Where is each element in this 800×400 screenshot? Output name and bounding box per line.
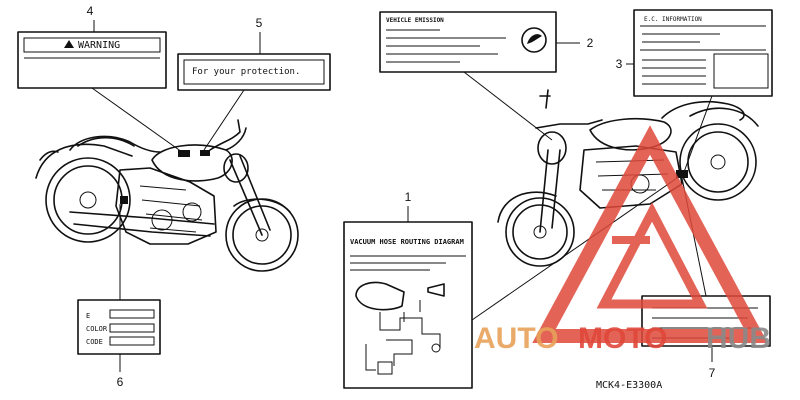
watermark-moto: MOTO [578,322,667,355]
information-label: E.C. INFORMATION [633,9,773,97]
callout-number: 3 [616,57,623,71]
callout-number: 2 [587,36,594,50]
emission-label-title: VEHICLE EMISSION [386,17,444,24]
watermark-auto: AUTO [474,322,558,355]
warning-label: WARNING [17,31,167,89]
protection-label: For your protection. [177,53,331,91]
callout-1: 1 [405,175,681,321]
watermark-hub: HUB [706,322,771,355]
callout-number: 6 [117,375,124,389]
color-label: E COLOR CODE [77,299,161,355]
vacuum-hose-label-title: VACUUM HOSE ROUTING DIAGRAM [350,238,464,246]
color-label-row: CODE [86,338,103,346]
callout-5: 5 [203,16,263,151]
callout-3: 3 [616,57,713,173]
callout-number: 5 [256,16,263,30]
watermark-logo [532,125,768,343]
watermark-text: AUTO MOTO HUB [474,322,771,355]
callout-4: 4 [87,4,183,153]
information-label-title: E.C. INFORMATION [644,16,702,23]
part-code: MCK4-E3300A [596,380,662,391]
vacuum-hose-label: VACUUM HOSE ROUTING DIAGRAM [343,221,473,389]
callout-number: 7 [709,366,716,380]
warning-label-title: WARNING [78,40,120,51]
color-label-row: E [86,312,90,320]
motorcycle-left [35,119,299,272]
protection-label-text: For your protection. [192,67,300,77]
callout-6: 6 [117,204,124,389]
color-label-row: COLOR [86,325,108,333]
callout-number: 4 [87,4,94,18]
emission-label: VEHICLE EMISSION [379,11,557,73]
callout-2: 2 [463,36,594,141]
callout-number: 1 [405,190,412,204]
